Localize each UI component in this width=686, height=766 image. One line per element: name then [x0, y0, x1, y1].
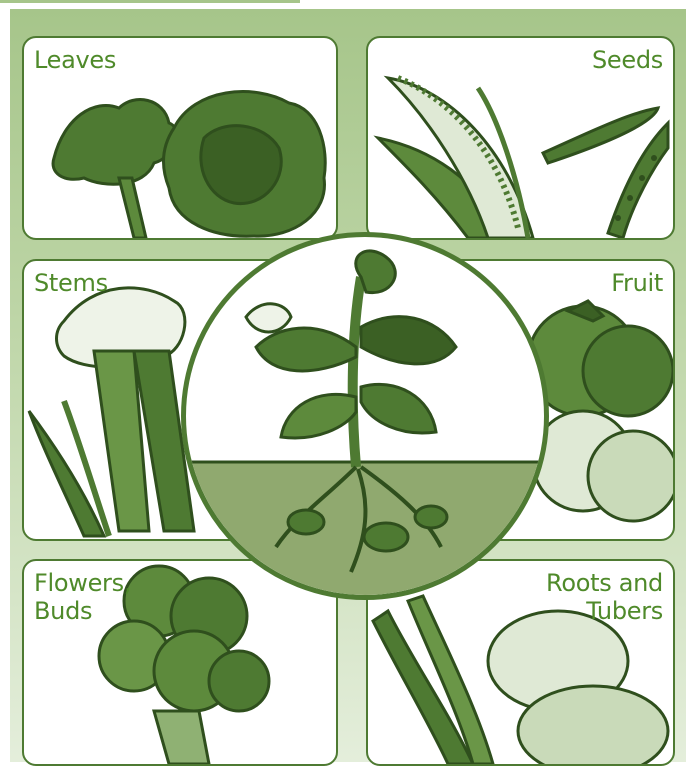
whole-plant-with-roots-illustration [186, 237, 544, 595]
panel-label: Stems [34, 269, 108, 297]
panel-label: Fruit [611, 269, 663, 297]
panel-label: Leaves [34, 46, 116, 74]
center-plant-circle [181, 232, 549, 600]
panel-label: Roots and Tubers [546, 569, 663, 625]
panel-flowers-buds: Flowers, Buds [22, 559, 338, 766]
panel-label: Flowers, Buds [34, 569, 131, 625]
panel-seeds: Seeds [366, 36, 675, 240]
top-border-line [0, 0, 300, 3]
panel-label: Seeds [592, 46, 663, 74]
plant-parts-infographic: Leaves Seeds [10, 9, 686, 762]
panel-leaves: Leaves [22, 36, 338, 240]
